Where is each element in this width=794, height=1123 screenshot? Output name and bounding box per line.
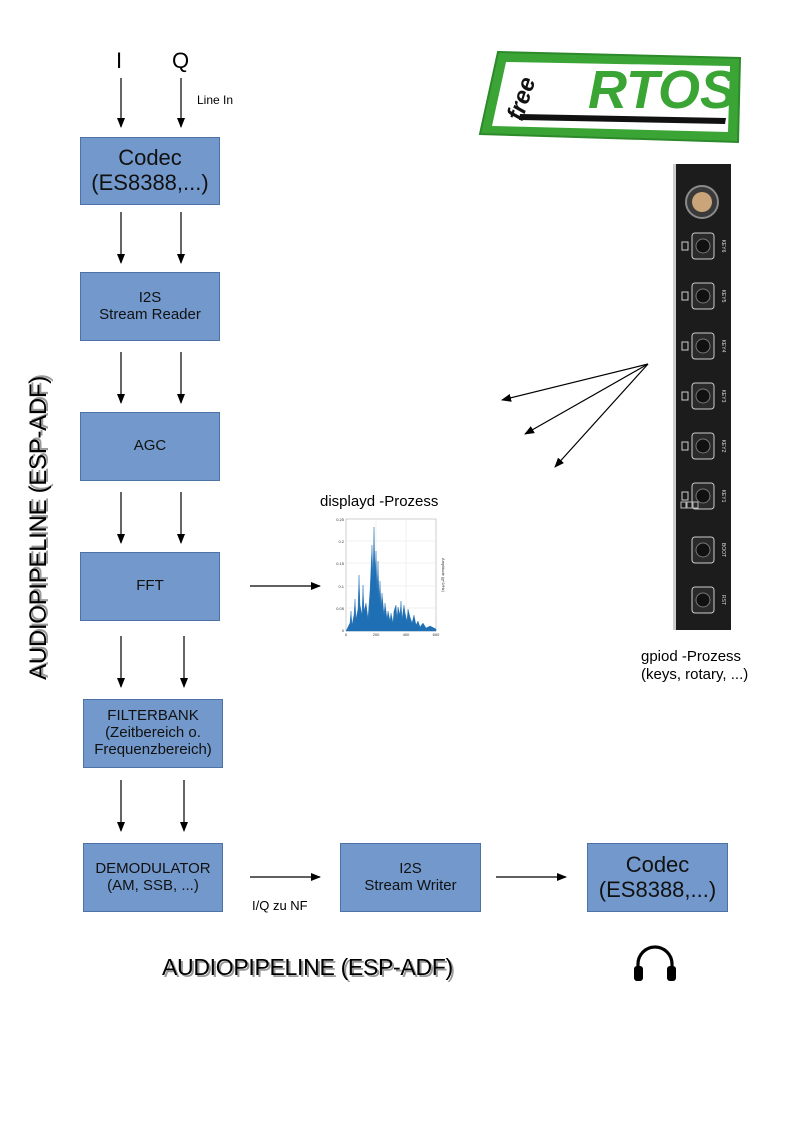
freertos-logo: RTOS free — [476, 44, 746, 148]
block-line: (Zeitbereich o. — [105, 724, 201, 742]
y-tick-label: 0.25 — [336, 517, 345, 522]
displayd-label: displayd -Prozess — [320, 493, 439, 510]
key-label: KEY6 — [720, 240, 726, 253]
spectrum-y-axis-label: Amplitude (g^2/Hz) — [441, 558, 446, 593]
block-line: (ES8388,...) — [91, 170, 209, 195]
block-line: (ES8388,...) — [598, 876, 717, 902]
y-tick-label: 0.05 — [336, 606, 345, 611]
pipeline-horizontal-label: AUDIOPIPELINE (ESP-ADF) — [162, 954, 453, 980]
x-tick-label: 200 — [373, 632, 380, 637]
board-keys: KEY6 KEY5 KEY4 KEY3 KEY2 KEY1 BOOT RST — [681, 232, 726, 614]
fft-block: FFT — [80, 552, 220, 621]
key-label: BOOT — [720, 543, 726, 557]
logo-rtos-text: RTOS — [588, 60, 736, 120]
block-line: DEMODULATOR — [95, 859, 211, 877]
y-tick-label: 0 — [342, 628, 345, 633]
x-tick-label: 0 — [345, 632, 348, 637]
headphones-icon — [632, 942, 678, 984]
x-tick-label: 400 — [403, 632, 410, 637]
block-line: Stream Writer — [364, 876, 457, 894]
filterbank-block: FILTERBANK (Zeitbereich o. Frequenzberei… — [83, 699, 223, 768]
gpio-key-board: KEY6 KEY5 KEY4 KEY3 KEY2 KEY1 BOOT RST — [673, 164, 731, 630]
agc-block: AGC — [80, 412, 220, 481]
gpiod-label: gpiod -Prozess — [641, 648, 742, 665]
block-line: Frequenzbereich) — [94, 740, 212, 758]
block-line: FILTERBANK — [107, 707, 199, 725]
codec-output-block: Codec (ES8388,...) — [587, 843, 728, 912]
codec-input-block: Codec (ES8388,...) — [80, 137, 220, 205]
key-label: KEY2 — [720, 440, 726, 453]
block-line: AGC — [133, 437, 167, 455]
key-label: KEY1 — [720, 490, 726, 503]
i2s-stream-writer-block: I2S Stream Writer — [340, 843, 481, 912]
line-in-label: Line In — [197, 93, 234, 107]
key-label: KEY3 — [720, 390, 726, 403]
key-label: KEY4 — [720, 340, 726, 353]
block-line: Codec — [625, 851, 690, 877]
i2s-stream-reader-block: I2S Stream Reader — [80, 272, 220, 341]
demodulator-block: DEMODULATOR (AM, SSB, ...) — [83, 843, 223, 912]
block-line: Codec — [118, 145, 182, 171]
y-tick-label: 0.15 — [336, 561, 345, 566]
block-line: I2S — [399, 859, 422, 877]
block-line: I2S — [138, 288, 162, 306]
pipeline-vertical-label: AUDIOPIPELINE (ESP-ADF) — [25, 376, 52, 680]
block-line: FFT — [136, 577, 164, 595]
block-line: (AM, SSB, ...) — [107, 876, 199, 894]
y-tick-label: 0.1 — [338, 584, 344, 589]
y-tick-label: 0.2 — [338, 539, 344, 544]
block-line: Stream Reader — [99, 305, 201, 323]
input-i-label: I — [116, 48, 123, 73]
iq-to-nf-label: I/Q zu NF — [252, 898, 308, 913]
input-q-label: Q — [172, 48, 190, 73]
x-tick-label: 600 — [433, 632, 440, 637]
key-label: RST — [720, 595, 726, 605]
gpiod-sublabel: (keys, rotary, ...) — [641, 666, 749, 683]
key-label: KEY5 — [720, 290, 726, 303]
spectrum-plot: 0.25 0.2 0.15 0.1 0.05 0 0 200 400 600 A… — [330, 515, 446, 639]
